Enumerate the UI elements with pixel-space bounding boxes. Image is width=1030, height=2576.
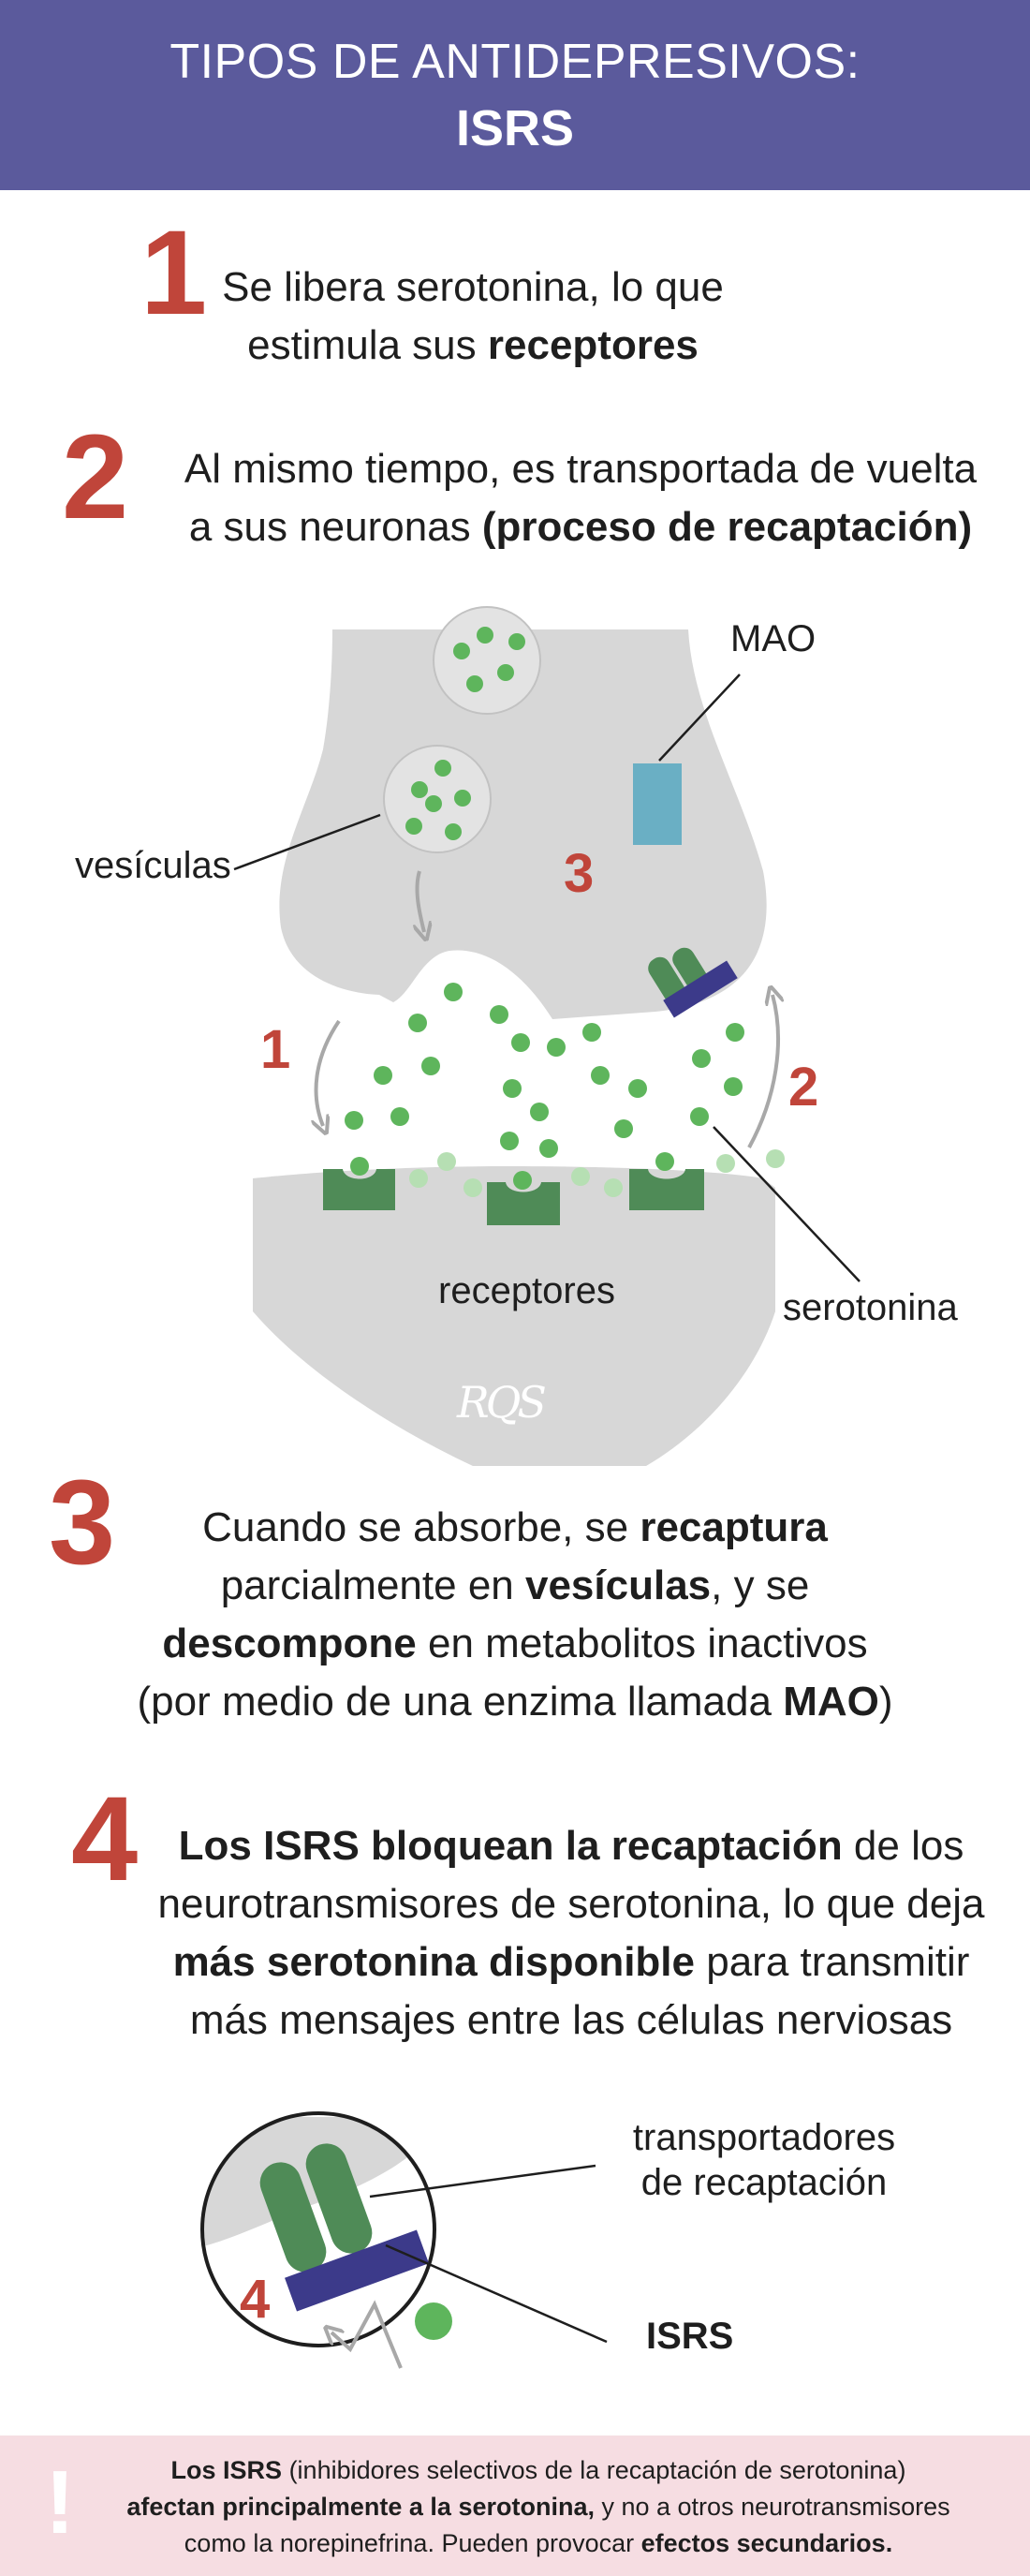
text-run: y no a otros neurotransmisores	[594, 2493, 950, 2521]
label-transporters-line2: de recaptación	[640, 2162, 888, 2203]
zoom-transporters	[259, 2143, 373, 2273]
header-title-line1: TIPOS DE ANTIDEPRESIVOS:	[169, 35, 861, 89]
zoom-serotonin	[415, 2302, 452, 2340]
step-4-number: 4	[71, 1772, 139, 1906]
label-isrs: ISRS	[646, 2316, 734, 2357]
label-receptores: receptores	[438, 1270, 615, 1311]
diagram-number-3: 3	[564, 843, 595, 904]
vesiculas-leader-line	[233, 813, 381, 871]
exclamation-icon: !	[45, 2452, 75, 2553]
reuptake-transporter	[648, 947, 738, 1018]
label-transporters: transportadores de recaptación	[596, 2115, 933, 2205]
arrow-reuptake	[747, 995, 778, 1148]
text-run: , y se	[711, 1562, 810, 1608]
bold-run: (proceso de recaptación)	[481, 504, 973, 550]
zoom-isrs-blocker	[285, 2229, 429, 2312]
arrow-release-to-receptor	[316, 1019, 341, 1126]
bold-run: afectan principalmente a la serotonina,	[126, 2493, 595, 2521]
text-run: estimula sus	[247, 322, 488, 368]
receptor-right	[629, 1169, 704, 1210]
mao-enzyme	[633, 763, 682, 845]
header-title-line2: ISRS	[455, 100, 575, 156]
text-run: más mensajes entre las células nerviosas	[189, 1997, 953, 2043]
presynaptic-neuron	[279, 629, 767, 1019]
diagram-number-1: 1	[260, 1019, 291, 1080]
step-2-text: Al mismo tiempo, es transportada de vuel…	[150, 440, 1011, 556]
serotonin-molecules	[345, 983, 744, 1190]
text-line: a sus neuronas (proceso de recaptación)	[150, 498, 1011, 556]
step-1-number: 1	[140, 206, 208, 340]
bold-run: MAO	[783, 1679, 879, 1725]
text-line: más serotonina disponible para transmiti…	[131, 1933, 1011, 1991]
text-run: (inhibidores selectivos de la recaptació…	[282, 2456, 906, 2484]
bold-run: Los ISRS bloquean la recaptación	[178, 1823, 843, 1869]
text-line: estimula sus receptores	[206, 317, 740, 375]
text-line: neurotransmisores de serotonina, lo que …	[131, 1875, 1011, 1933]
text-run: para transmitir	[695, 1939, 970, 1985]
mao-leader-line	[658, 674, 741, 762]
footer-text: Los ISRS (inhibidores selectivos de la r…	[103, 2452, 974, 2562]
bold-run: receptores	[487, 322, 699, 368]
zoom-blocked-arrow	[331, 2300, 403, 2369]
serotonina-leader-line	[713, 1126, 861, 1282]
text-run: (por medio de una enzima llamada	[137, 1679, 784, 1725]
vesicle-middle	[383, 745, 492, 853]
label-vesiculas: vesículas	[75, 845, 231, 886]
header-banner: TIPOS DE ANTIDEPRESIVOS: ISRS	[0, 0, 1030, 190]
text-line: afectan principalmente a la serotonina, …	[103, 2489, 974, 2525]
text-run: a sus neuronas	[188, 504, 482, 550]
text-line: Cuando se absorbe, se recaptura	[56, 1499, 974, 1557]
step-4-text: Los ISRS bloquean la recaptación de los n…	[131, 1817, 1011, 2050]
diagram-number-2: 2	[788, 1057, 819, 1118]
label-mao: MAO	[730, 618, 817, 659]
step-3-number: 3	[49, 1456, 116, 1590]
step-1-text: Se libera serotonina, lo que estimula sus…	[206, 259, 740, 375]
label-transporters-line1: transportadores	[632, 2117, 896, 2158]
label-serotonina: serotonina	[783, 1287, 958, 1328]
bold-run: más serotonina disponible	[172, 1939, 695, 1985]
bold-run: descompone	[162, 1621, 417, 1666]
text-line: como la norepinefrina. Pueden provocar e…	[103, 2525, 974, 2562]
release-arrow	[417, 870, 424, 932]
diagram-number-4: 4	[240, 2269, 271, 2330]
text-run: parcialmente en	[220, 1562, 525, 1608]
bold-run: recaptura	[640, 1504, 828, 1550]
postsynaptic-neuron	[253, 1166, 775, 1466]
footer-note: ! Los ISRS (inhibidores selectivos de la…	[0, 2435, 1030, 2576]
text-line: más mensajes entre las células nerviosas	[131, 1991, 1011, 2050]
text-line: parcialmente en vesículas, y se	[56, 1557, 974, 1615]
text-run: Se libera serotonina, lo que	[222, 264, 724, 310]
rqs-logo: RQS	[457, 1377, 547, 1428]
text-line: Los ISRS bloquean la recaptación de los	[131, 1817, 1011, 1875]
transporters-leader-line	[369, 2164, 596, 2198]
text-run: en metabolitos inactivos	[416, 1621, 868, 1666]
text-line: descompone en metabolitos inactivos	[56, 1615, 974, 1673]
receptor-middle	[487, 1182, 560, 1225]
text-run: Cuando se absorbe, se	[202, 1504, 640, 1550]
serotonin-faded	[409, 1149, 785, 1197]
text-run: de los	[842, 1823, 964, 1869]
text-run: como la norepinefrina. Pueden provocar	[184, 2529, 641, 2557]
text-line: Los ISRS (inhibidores selectivos de la r…	[103, 2452, 974, 2489]
text-run: )	[878, 1679, 893, 1725]
bold-run: Los ISRS	[170, 2456, 283, 2484]
receptor-left	[323, 1169, 395, 1210]
bold-run: efectos secundarios.	[640, 2529, 893, 2557]
text-run: neurotransmisores de serotonina, lo que …	[157, 1881, 985, 1927]
bold-run: vesículas	[524, 1562, 712, 1608]
text-run: Al mismo tiempo, es transportada de vuel…	[184, 446, 978, 492]
isrs-leader-line	[385, 2243, 608, 2344]
step-2-number: 2	[62, 410, 129, 544]
text-line: Se libera serotonina, lo que	[206, 259, 740, 317]
text-line: (por medio de una enzima llamada MAO)	[56, 1673, 974, 1731]
vesicle-top	[433, 606, 541, 715]
text-line: Al mismo tiempo, es transportada de vuel…	[150, 440, 1011, 498]
